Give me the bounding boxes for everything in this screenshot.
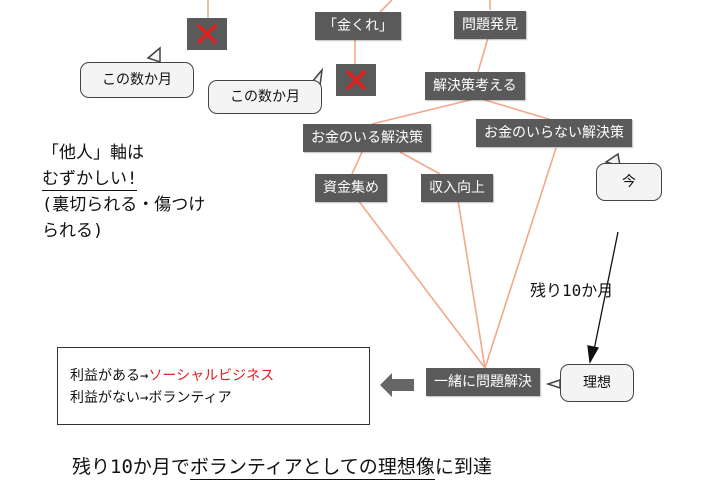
node-issho-kaiketsu: 一緒に問題解決 bbox=[426, 368, 540, 396]
summary-line: 残り10か月でボランティアとしての理想像に到達 bbox=[72, 452, 492, 480]
connector-line bbox=[371, 97, 479, 125]
rejected-mark bbox=[336, 64, 376, 96]
bubble-ima: 今 bbox=[596, 163, 662, 201]
note-tanin: 「他人」軸は むずかしい! (裏切られる・傷つけ られる) bbox=[42, 140, 205, 244]
note-underlined: むずかしい! bbox=[42, 169, 138, 191]
x-icon bbox=[197, 24, 217, 44]
node-kane-kure: 「金くれ」 bbox=[315, 12, 401, 40]
timeline-arrow bbox=[593, 231, 619, 351]
bubble-kono-sukagetsu: この数か月 bbox=[80, 62, 194, 98]
connector-line bbox=[379, 0, 393, 13]
note-nokori: 残り10か月 bbox=[530, 281, 614, 300]
note-line: られる) bbox=[42, 221, 104, 241]
note-line: むずかしい! bbox=[42, 166, 205, 192]
bubble-riso: 理想 bbox=[560, 364, 634, 402]
result-social-business: ソーシャルビジネス bbox=[148, 368, 275, 384]
connector-line bbox=[351, 151, 363, 175]
summary-suffix: に到達 bbox=[434, 456, 492, 478]
x-icon bbox=[346, 70, 366, 90]
bubble-kono-sukagetsu: この数か月 bbox=[208, 80, 322, 114]
result-line-profit: 利益がある→ソーシャルビジネス bbox=[70, 365, 274, 385]
summary-underlined: ボランティアとしての bbox=[189, 456, 378, 480]
summary-riso: 理想 bbox=[377, 456, 416, 480]
node-mondai-hakken: 問題発見 bbox=[454, 11, 526, 39]
note-line: 「他人」軸は bbox=[42, 143, 144, 163]
connector-line bbox=[357, 199, 486, 369]
connector-line bbox=[477, 37, 489, 73]
bubble-tail bbox=[545, 378, 561, 390]
result-line-profit-prefix: 利益がある→ bbox=[70, 368, 149, 384]
node-okane-iranai: お金のいらない解決策 bbox=[476, 119, 632, 147]
connector-line bbox=[399, 151, 441, 175]
node-shikin-atsume: 資金集め bbox=[315, 174, 387, 202]
result-line-noprofit: 利益がない→ボランティア bbox=[70, 390, 232, 406]
connector-line bbox=[477, 97, 553, 121]
node-kaiketsusaku: 解決策考える bbox=[425, 72, 525, 100]
note-line: (裏切られる・傷つけ bbox=[42, 195, 206, 215]
connector-line bbox=[457, 199, 486, 369]
timeline-arrowhead bbox=[587, 345, 600, 365]
summary-prefix: 残り10か月で bbox=[72, 456, 190, 478]
rejected-mark bbox=[187, 18, 227, 50]
connector-line bbox=[484, 147, 557, 369]
node-okane-iru: お金のいる解決策 bbox=[303, 124, 431, 152]
left-arrow-icon bbox=[380, 373, 414, 397]
node-shunyu-kojo: 収入向上 bbox=[421, 174, 493, 202]
result-box: 利益がある→ソーシャルビジネス 利益がない→ボランティア bbox=[57, 347, 370, 425]
bubble-tail bbox=[146, 46, 161, 64]
summary-zo: 像 bbox=[415, 456, 435, 480]
